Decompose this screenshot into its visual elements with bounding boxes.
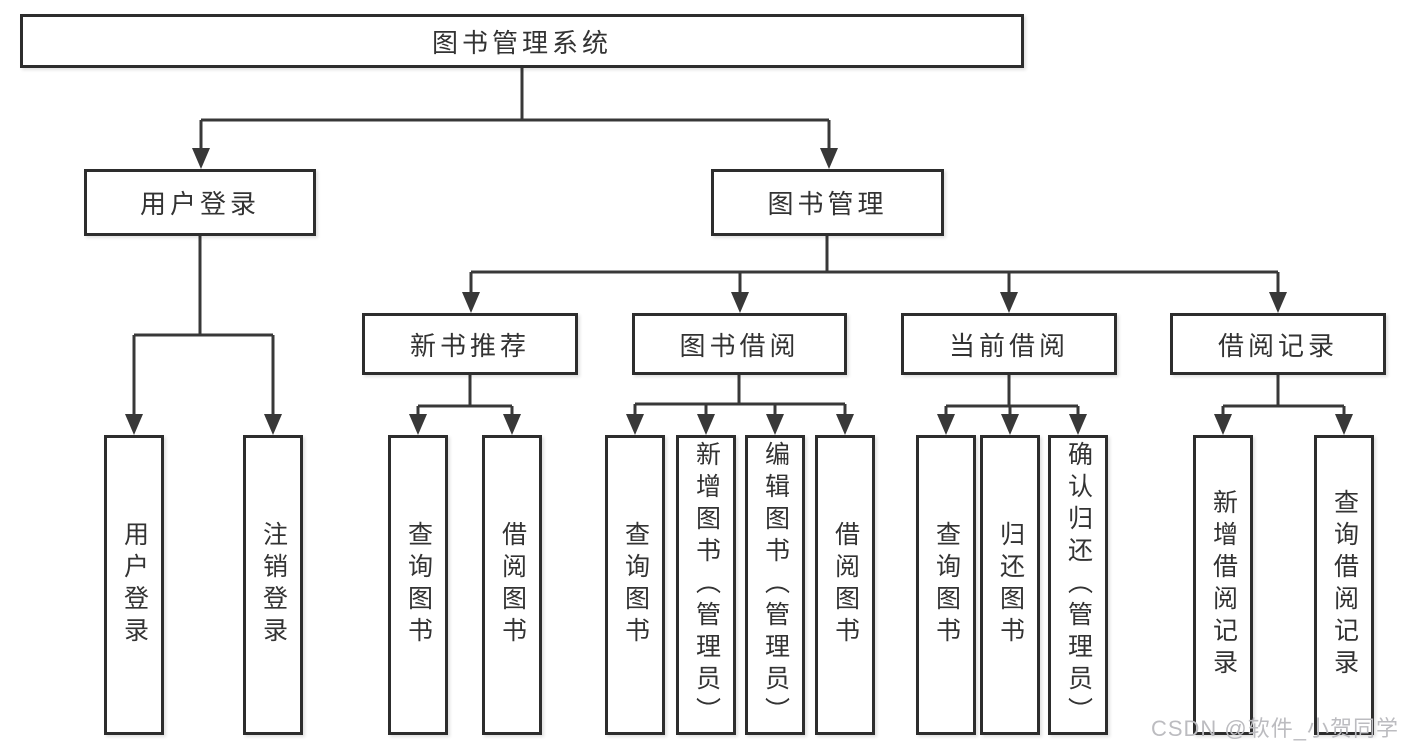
node-current-borrowing-label: 当前借阅 (948, 330, 1069, 361)
node-borrow-records-label: 借阅记录 (1217, 330, 1338, 361)
leaf-add-books-admin: 新增图书（管理员） (676, 435, 736, 735)
node-current-borrowing: 当前借阅 (901, 313, 1117, 375)
node-book-borrowing: 图书借阅 (632, 313, 847, 375)
connector-user-login-to-leaves (132, 236, 275, 415)
leaf-confirm-return-admin: 确认归还（管理员） (1048, 435, 1108, 735)
node-new-book-recommend-label: 新书推荐 (409, 330, 530, 361)
leaf-borrow-books-1: 借阅图书 (482, 435, 542, 735)
leaf-edit-books-admin-label: 编辑图书（管理员） (761, 441, 790, 729)
leaf-query-books-1-label: 查询图书 (404, 521, 433, 649)
leaf-user-login-label: 用户登录 (120, 521, 149, 649)
leaf-borrow-books-2-label: 借阅图书 (831, 521, 860, 649)
node-user-login-label: 用户登录 (139, 189, 260, 219)
leaf-edit-books-admin: 编辑图书（管理员） (745, 435, 805, 735)
connector-new-books-to-leaves (416, 375, 514, 416)
leaf-add-books-admin-label: 新增图书（管理员） (692, 441, 721, 729)
connector-records-to-leaves (1221, 375, 1346, 416)
leaf-query-borrow-record-label: 查询借阅记录 (1330, 489, 1359, 681)
leaf-query-books-2-label: 查询图书 (621, 521, 650, 649)
leaf-logout-label: 注销登录 (259, 521, 288, 649)
csdn-watermark: CSDN @软件_小贺同学 (1150, 716, 1399, 741)
node-new-book-recommend: 新书推荐 (362, 313, 578, 375)
leaf-query-borrow-record: 查询借阅记录 (1314, 435, 1374, 735)
connector-book-mgmt-to-level3 (469, 236, 1280, 294)
node-book-management: 图书管理 (711, 169, 944, 236)
leaf-query-books-2: 查询图书 (605, 435, 665, 735)
leaf-confirm-return-admin-label: 确认归还（管理员） (1064, 441, 1093, 729)
node-book-management-label: 图书管理 (767, 189, 888, 219)
leaf-query-books-3-label: 查询图书 (932, 521, 961, 649)
leaf-add-borrow-record-label: 新增借阅记录 (1209, 489, 1238, 681)
leaf-return-books-label: 归还图书 (996, 521, 1025, 649)
leaf-borrow-books-2: 借阅图书 (815, 435, 875, 735)
connector-borrowing-to-leaves (633, 375, 847, 416)
node-borrow-records: 借阅记录 (1170, 313, 1386, 375)
leaf-return-books: 归还图书 (980, 435, 1040, 735)
node-user-login: 用户登录 (84, 169, 316, 236)
connector-current-to-leaves (944, 375, 1080, 416)
leaf-borrow-books-1-label: 借阅图书 (498, 521, 527, 649)
node-root-label: 图书管理系统 (431, 27, 612, 58)
node-book-borrowing-label: 图书借阅 (679, 330, 800, 361)
leaf-user-login: 用户登录 (104, 435, 164, 735)
leaf-add-borrow-record: 新增借阅记录 (1193, 435, 1253, 735)
node-root: 图书管理系统 (20, 14, 1024, 68)
connector-root-to-level2 (199, 68, 831, 150)
leaf-query-books-1: 查询图书 (388, 435, 448, 735)
leaf-query-books-3: 查询图书 (916, 435, 976, 735)
leaf-logout: 注销登录 (243, 435, 303, 735)
